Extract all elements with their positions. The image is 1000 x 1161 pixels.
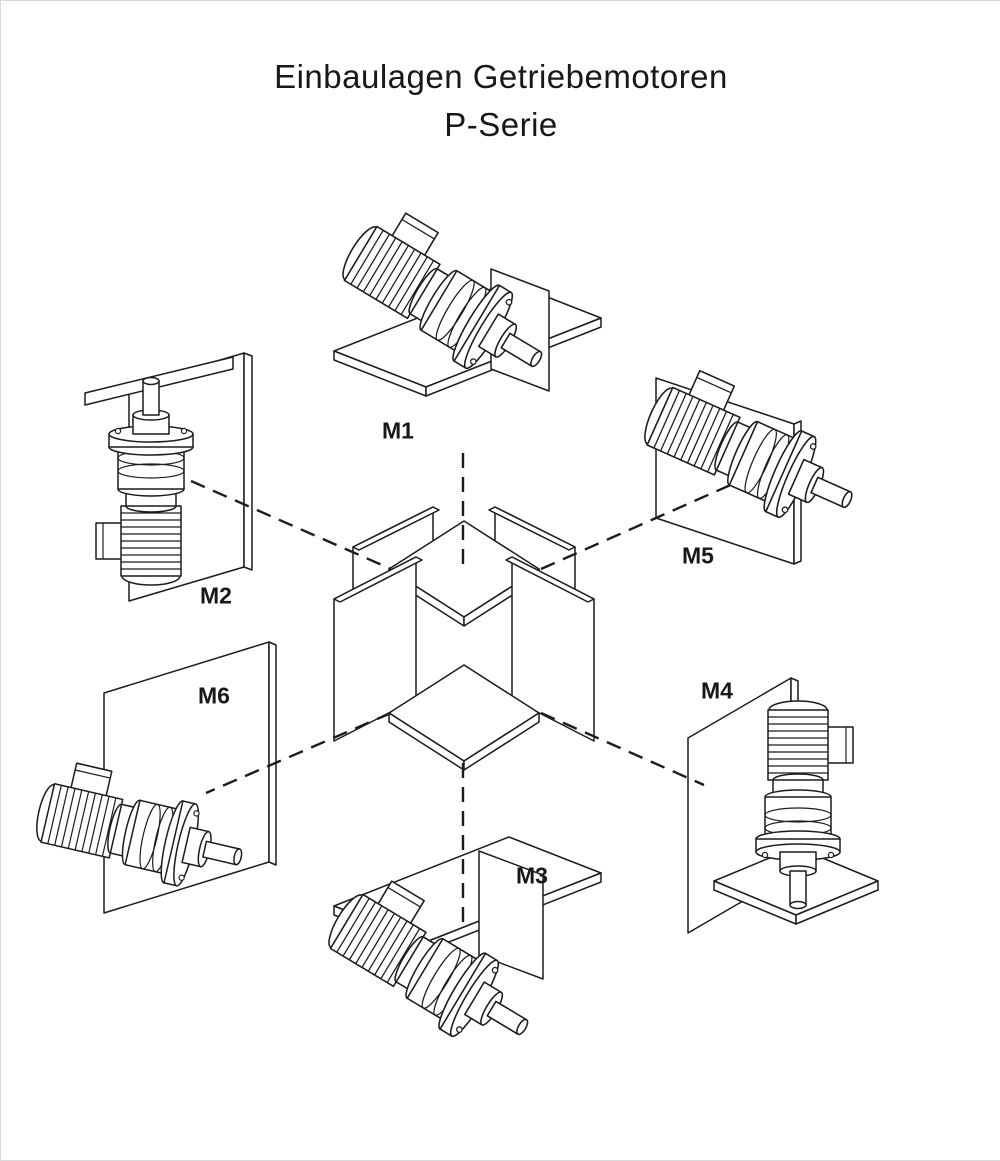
position-label-m6: M6	[198, 682, 230, 709]
position-label-m5: M5	[682, 542, 714, 569]
dashed-connector-m2	[190, 479, 392, 571]
dashed-connector-m6	[205, 711, 392, 795]
dashed-connector-m5	[540, 473, 754, 571]
position-label-m4: M4	[701, 677, 733, 704]
page-title-line1: Einbaulagen Getriebemotoren	[274, 58, 728, 95]
m3-mounting-plate	[333, 836, 602, 980]
center-mounting-cube-icon	[333, 506, 595, 771]
position-label-m2: M2	[200, 582, 232, 609]
dashed-connector-m4	[540, 711, 705, 787]
m6-mounting-plate	[103, 641, 277, 914]
position-label-m3: M3	[516, 862, 548, 889]
position-label-m1: M1	[382, 417, 414, 444]
page-title-line2: P-Serie	[444, 105, 558, 143]
page-title: Einbaulagen Getriebemotoren P-Serie	[1, 53, 1000, 149]
